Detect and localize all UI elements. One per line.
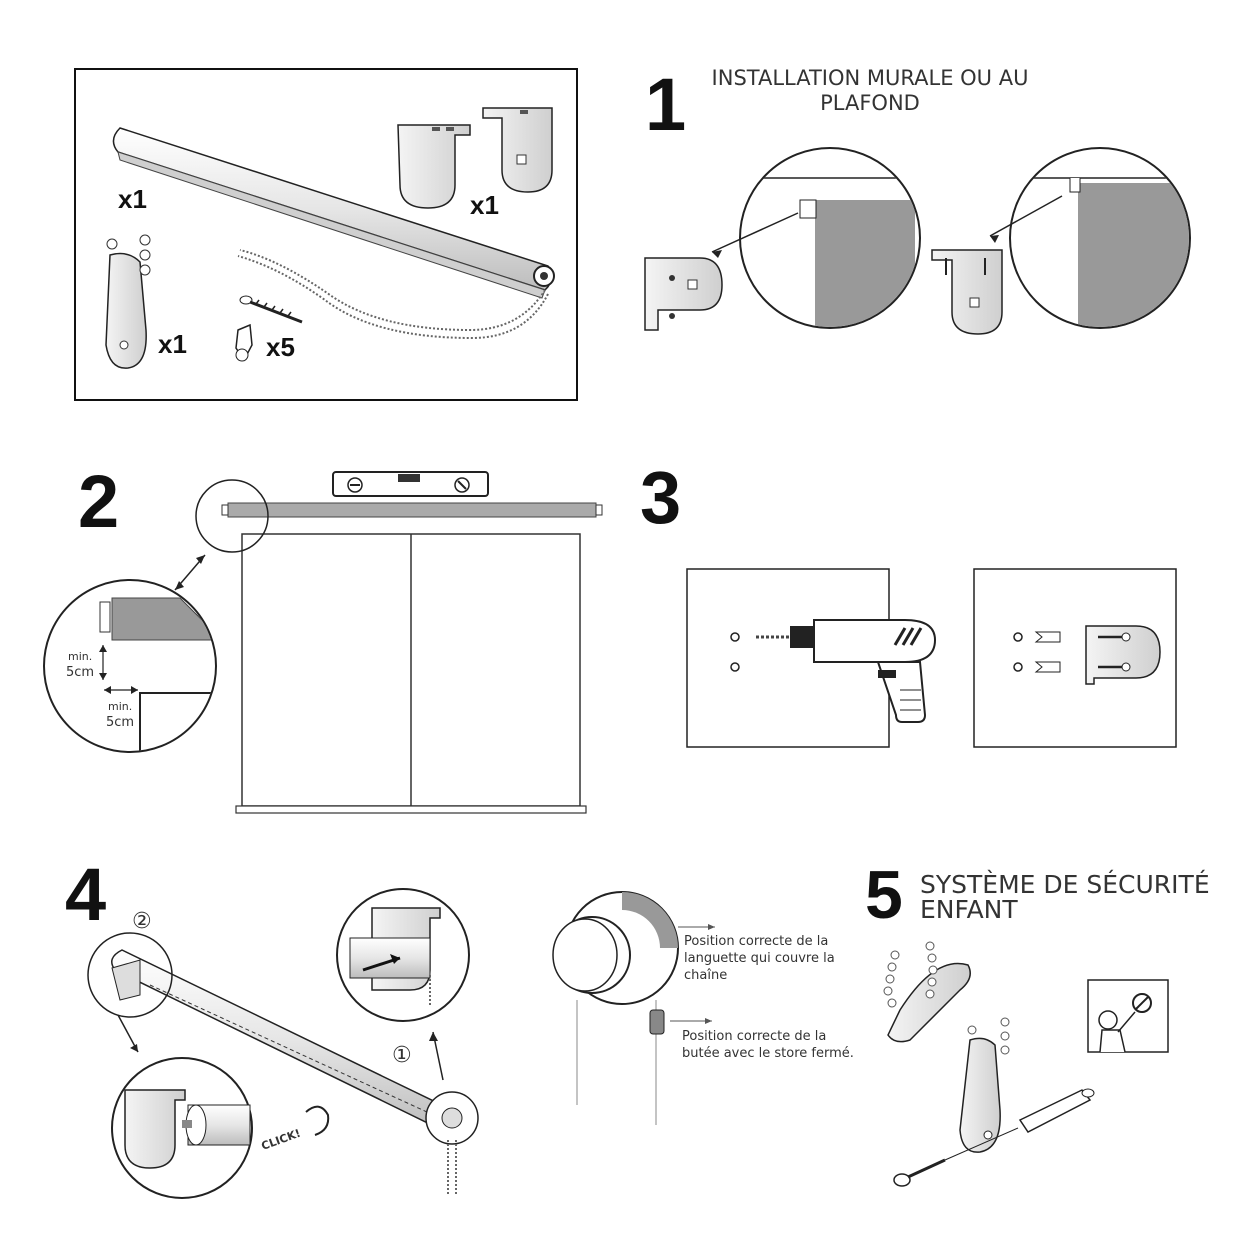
note-1-line1: Position correcte de la <box>684 934 828 949</box>
clearance-detail: min. 5cm min. 5cm <box>43 579 217 753</box>
clearance-label-2: min. <box>108 700 132 713</box>
step-5-title-line2: ENFANT <box>920 895 1018 924</box>
step-2: 2 <box>43 460 603 814</box>
chain-side-detail <box>336 888 470 1022</box>
drill-panel <box>686 568 937 748</box>
step-1-title-line1: INSTALLATION MURALE OU AU <box>712 66 1029 90</box>
clearance-value-2: 5cm <box>106 715 134 730</box>
step-3: 3 <box>640 456 1177 748</box>
clearance-value-1: 5cm <box>66 665 94 680</box>
note-2-line2: butée avec le store fermé. <box>682 1046 854 1061</box>
click-label: CLICK! <box>260 1127 303 1153</box>
wall-mount-detail <box>644 147 921 331</box>
clearance-label-1: min. <box>68 650 92 663</box>
step-4-number: 4 <box>65 853 106 936</box>
roller-quantity: x1 <box>118 184 147 214</box>
step-5-title-line1: SYSTÈME DE SÉCURITÉ <box>920 870 1210 899</box>
bracket-click-detail: CLICK! <box>111 1057 330 1199</box>
roller-on-window <box>227 502 597 518</box>
step-2-number: 2 <box>78 460 119 543</box>
clip-quantity: x1 <box>158 329 187 359</box>
note-1-line3: chaîne <box>684 968 727 983</box>
brackets-illustration <box>397 107 553 209</box>
step-1: 1 INSTALLATION MURALE OU AU PLAFOND <box>644 63 1191 335</box>
step-3-number: 3 <box>640 456 681 539</box>
step-4-marker-1: ① <box>392 1043 412 1068</box>
child-warning-icon <box>1087 979 1169 1053</box>
screws-quantity: x5 <box>266 332 295 362</box>
note-1-line2: languette qui couvre la <box>684 951 835 966</box>
spirit-level-icon <box>332 471 489 497</box>
step-4-marker-2: ② <box>132 909 152 934</box>
ear-icon <box>305 1105 330 1136</box>
roller-tube-illustration <box>112 127 555 340</box>
step-4: 4 ② CLICK! ① <box>65 853 854 1199</box>
plug-panel <box>973 568 1177 748</box>
ceiling-mount-detail <box>931 147 1191 335</box>
safety-clip-illustration <box>883 941 1095 1187</box>
step-1-title-line2: PLAFOND <box>820 91 920 115</box>
screw-illustration <box>235 295 303 362</box>
chain-control-unit <box>552 891 679 1125</box>
step-5: 5 SYSTÈME DE SÉCURITÉ ENFANT <box>865 857 1210 1187</box>
note-2-line1: Position correcte de la <box>682 1029 826 1044</box>
drill-icon <box>756 619 937 723</box>
chain-clip-illustration <box>105 234 151 369</box>
step-5-number: 5 <box>865 857 903 933</box>
step-1-number: 1 <box>645 63 686 146</box>
brackets-quantity: x1 <box>470 190 499 220</box>
parts-panel: x1 x1 x1 x5 <box>74 68 578 401</box>
